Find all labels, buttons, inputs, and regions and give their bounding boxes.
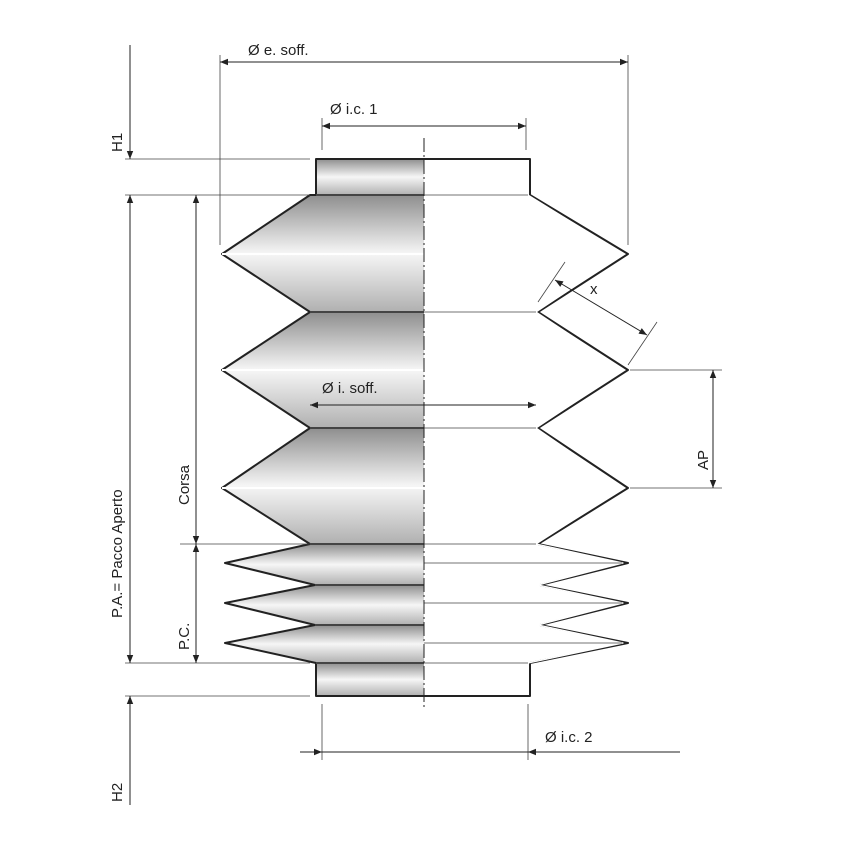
extension-lines bbox=[125, 55, 722, 760]
label-pc: P.C. bbox=[176, 623, 193, 650]
label-h1: H1 bbox=[109, 133, 126, 152]
bellows-left-half bbox=[221, 158, 424, 697]
label-i-soff: Ø i. soff. bbox=[322, 380, 378, 397]
label-h2: H2 bbox=[109, 783, 126, 802]
label-e-soff: Ø e. soff. bbox=[248, 42, 309, 59]
label-ic1: Ø i.c. 1 bbox=[330, 101, 378, 118]
label-x: x bbox=[590, 281, 598, 298]
x-dimension bbox=[554, 279, 648, 336]
label-pa: P.A.= Pacco Aperto bbox=[109, 489, 126, 618]
label-ap: AP bbox=[695, 450, 712, 470]
bellows-right-section bbox=[424, 158, 629, 697]
label-corsa: Corsa bbox=[176, 464, 193, 505]
label-ic2: Ø i.c. 2 bbox=[545, 729, 593, 746]
